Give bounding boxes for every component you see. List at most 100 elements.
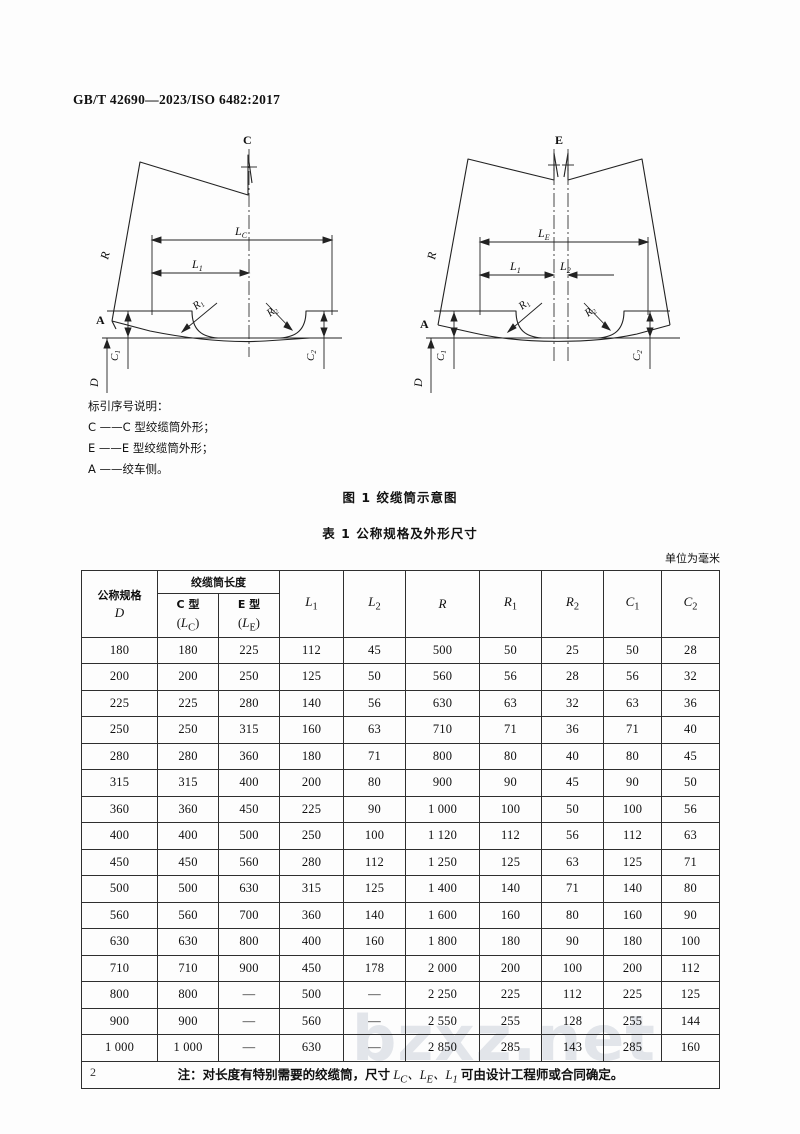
header-e-type-symbol: (LE) [218, 614, 280, 638]
table-cell: 80 [479, 742, 542, 770]
table-cell: 80 [343, 769, 406, 797]
dim-label-l1-right: L1 [509, 259, 521, 275]
table-cell: 112 [661, 954, 720, 982]
table-cell: 225 [279, 795, 344, 823]
dim-label-r2: R2 [264, 303, 281, 320]
diagram-c-type: LC L1 R [80, 125, 370, 408]
dim-label-d-right: D [411, 378, 425, 388]
table-header-row-1: 公称规格 D 绞缆筒长度 L1 L2 R R1 R2 C1 C2 [81, 570, 720, 638]
header-l2: L2 [343, 570, 406, 638]
header-c-type-symbol: (LC) [157, 614, 219, 638]
table-cell: 160 [343, 928, 406, 956]
table-cell: 1 800 [405, 928, 480, 956]
header-e-type: E 型 [218, 593, 280, 614]
dim-label-d: D [87, 378, 101, 388]
table-cell: 90 [603, 769, 662, 797]
table-cell: 900 [218, 954, 280, 982]
table-cell: 400 [81, 822, 158, 850]
table-cell: 71 [541, 875, 604, 903]
table-cell: 710 [81, 954, 158, 982]
legend-item-e: E ——E 型绞缆筒外形； [88, 441, 214, 455]
table-cell: 630 [279, 1034, 344, 1062]
header-r: R [405, 570, 480, 638]
table-cell: 1 600 [405, 901, 480, 929]
table-cell: 140 [343, 901, 406, 929]
table-cell: 200 [603, 954, 662, 982]
table-cell: 50 [343, 663, 406, 691]
table-cell: 250 [218, 663, 280, 691]
table-cell: 71 [343, 742, 406, 770]
table-cell: 315 [218, 716, 280, 744]
table-cell: 160 [661, 1034, 720, 1062]
table-cell: 90 [343, 795, 406, 823]
header-r2: R2 [541, 570, 604, 638]
table-cell: 71 [603, 716, 662, 744]
table-cell: — [218, 981, 280, 1009]
dim-label-r-right: R [424, 250, 439, 261]
table-cell: 112 [479, 822, 542, 850]
legend-item-c: C ——C 型绞缆筒外形； [88, 420, 215, 434]
table-cell: 50 [541, 795, 604, 823]
table-cell: 2 850 [405, 1034, 480, 1062]
dim-label-r2-right: R2 [582, 303, 599, 320]
table-cell: 280 [218, 689, 280, 717]
diagram-point-a-right: A [420, 317, 429, 331]
table-cell: 125 [479, 848, 542, 876]
table-cell: 560 [218, 848, 280, 876]
table-cell: 80 [541, 901, 604, 929]
header-nominal-size: 公称规格 D [81, 570, 158, 638]
table-cell: 200 [279, 769, 344, 797]
header-c2: C2 [661, 570, 720, 638]
table-cell: — [343, 981, 406, 1009]
table-cell: 160 [479, 901, 542, 929]
table-cell: 45 [541, 769, 604, 797]
table-cell: — [218, 1007, 280, 1035]
table-cell: 112 [279, 636, 344, 664]
table-cell: 140 [479, 875, 542, 903]
table-cell: 800 [218, 928, 280, 956]
table-cell: 56 [343, 689, 406, 717]
table-cell: — [343, 1007, 406, 1035]
table-cell: 63 [661, 822, 720, 850]
table-cell: 80 [661, 875, 720, 903]
table-cell: 225 [603, 981, 662, 1009]
table-cell: 63 [603, 689, 662, 717]
table-cell: 56 [541, 822, 604, 850]
dim-label-r: R [97, 250, 113, 262]
table-cell: 710 [405, 716, 480, 744]
table-cell: 50 [661, 769, 720, 797]
table-cell: 143 [541, 1034, 604, 1062]
dim-label-l1: L1 [191, 257, 203, 273]
table-cell: 63 [343, 716, 406, 744]
table-cell: 28 [661, 636, 720, 664]
table-cell: 125 [279, 663, 344, 691]
table-cell: — [218, 1034, 280, 1062]
table-cell: 700 [218, 901, 280, 929]
table-cell: 112 [343, 848, 406, 876]
standard-header: GB/T 42690—2023/ISO 6482:2017 [73, 92, 281, 107]
table-cell: 225 [218, 636, 280, 664]
table-cell: 900 [157, 1007, 219, 1035]
table-cell: 450 [81, 848, 158, 876]
header-c-type: C 型 [157, 593, 219, 614]
table-cell: 280 [157, 742, 219, 770]
table-cell: 1 250 [405, 848, 480, 876]
header-drum-length-group: 绞缆筒长度 [157, 570, 280, 594]
table-header-row-2: C 型 E 型 [82, 593, 720, 614]
figure-title: 图 1 绞缆筒示意图 [342, 490, 458, 505]
table-cell: 40 [541, 742, 604, 770]
table-cell: 560 [81, 901, 158, 929]
table-cell: 500 [218, 822, 280, 850]
table-cell: 560 [279, 1007, 344, 1035]
dim-label-c2: C2 [305, 350, 318, 361]
table-cell: 71 [479, 716, 542, 744]
table-cell: 315 [157, 769, 219, 797]
table-cell: 200 [81, 663, 158, 691]
table-cell: 180 [603, 928, 662, 956]
table-cell: 280 [279, 848, 344, 876]
